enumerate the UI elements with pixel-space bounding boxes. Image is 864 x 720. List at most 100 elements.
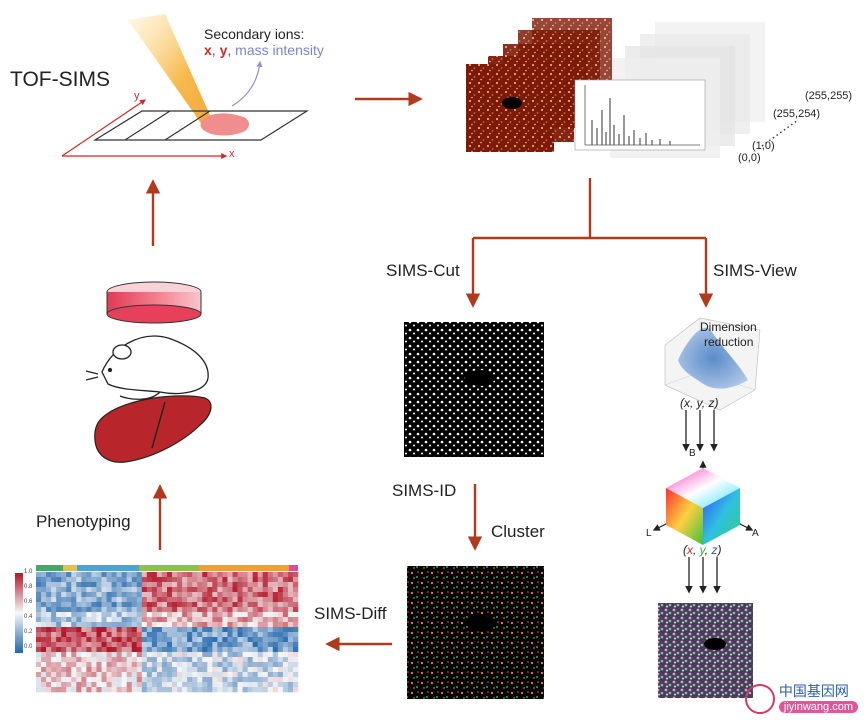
heatmap-cell — [232, 617, 238, 623]
heatmap-cell — [101, 687, 107, 693]
heatmap-cell — [121, 637, 127, 643]
heatmap-cell — [222, 637, 228, 643]
heatmap-cell — [237, 672, 243, 678]
heatmap-cell — [237, 667, 243, 673]
heatmap-cell — [126, 597, 133, 603]
heatmap-cell — [177, 657, 183, 663]
heatmap-cell — [167, 662, 173, 668]
heatmap-cell — [192, 642, 198, 648]
heatmap-cell — [46, 597, 52, 603]
heatmap-cell — [41, 667, 47, 673]
heatmap-cell — [212, 607, 218, 613]
heatmap-cell — [76, 687, 82, 693]
heatmap-cell — [192, 637, 198, 643]
heatmap-cell — [76, 642, 82, 648]
heatmap-cell — [252, 632, 258, 638]
heatmap-cell — [282, 592, 289, 598]
heatmap-cell — [56, 677, 62, 683]
heatmap-cell — [61, 627, 67, 633]
heatmap-cell — [46, 582, 52, 588]
heatmap-cell — [111, 662, 117, 668]
heatmap-cell — [156, 652, 163, 658]
heatmap-cell — [257, 682, 264, 688]
heatmap-cell — [46, 657, 52, 663]
heatmap-cell — [207, 612, 213, 618]
heatmap-cell — [86, 607, 92, 613]
heatmap-cell — [161, 687, 168, 693]
heatmap-cell — [182, 612, 188, 618]
heatmap-cell — [111, 657, 117, 663]
heatmap-cell — [192, 602, 198, 608]
heatmap-cell — [222, 657, 228, 663]
heatmap-cell — [91, 617, 97, 623]
heatmap-cell — [96, 627, 102, 633]
heatmap-cell — [282, 642, 289, 648]
heatmap-cell — [156, 667, 163, 673]
heatmap-cell — [146, 637, 153, 643]
heatmap-cell — [247, 662, 253, 668]
heatmap-cell — [182, 582, 188, 588]
heatmap-cell — [292, 592, 299, 598]
heatmap-cell — [227, 602, 233, 608]
heatmap-cell — [242, 672, 248, 678]
heatmap-cell — [287, 642, 294, 648]
heatmap-cell — [136, 672, 143, 678]
heatmap-cell — [116, 677, 122, 683]
coord-1-0: (1,0) — [752, 140, 775, 152]
heatmap-cell — [36, 577, 42, 583]
heatmap-cell — [217, 642, 223, 648]
heatmap-cell — [247, 647, 253, 653]
heatmap-cell — [282, 677, 289, 683]
heatmap-cell — [252, 642, 258, 648]
heatmap-cell — [177, 607, 183, 613]
heatmap-cell — [126, 647, 133, 653]
heatmap-cell — [146, 642, 153, 648]
heatmap-cell — [192, 627, 198, 633]
heatmap-cell — [197, 612, 203, 618]
heatmap-cell — [111, 602, 117, 608]
heatmap-cell — [267, 667, 274, 673]
heatmap-cell — [182, 652, 188, 658]
heatmap-cell — [177, 577, 183, 583]
heatmap-cell — [272, 617, 279, 623]
heatmap-cell — [167, 637, 173, 643]
heatmap-cell — [116, 627, 122, 633]
heatmap-cell — [91, 572, 97, 578]
heatmap-cell — [151, 577, 158, 583]
heatmap-cell — [252, 672, 258, 678]
heatmap-cell — [91, 667, 97, 673]
colorbar-tick-label: 0.2 — [24, 629, 33, 635]
heatmap-cell — [56, 582, 62, 588]
xyz2-y: y — [699, 543, 705, 557]
heatmap-cell — [86, 582, 92, 588]
heatmap-cell — [172, 597, 178, 603]
heatmap-cell — [91, 672, 97, 678]
heatmap-cell — [161, 572, 168, 578]
heatmap-cell — [56, 672, 62, 678]
heatmap-cell — [41, 642, 47, 648]
heatmap-cell — [207, 672, 213, 678]
heatmap-cell — [277, 607, 284, 613]
heatmap-cell — [202, 687, 208, 693]
heatmap-cell — [217, 662, 223, 668]
heatmap-cell — [96, 617, 102, 623]
heatmap-cell — [121, 612, 127, 618]
heatmap-cell — [237, 647, 243, 653]
heatmap-cell — [96, 582, 102, 588]
heatmap-cell — [292, 627, 299, 633]
heatmap-cell — [172, 622, 178, 628]
heatmap-cell — [232, 612, 238, 618]
heatmap-cell — [277, 667, 284, 673]
heatmap-cell — [106, 587, 112, 593]
heatmap-cell — [187, 672, 193, 678]
heatmap-cell — [46, 662, 52, 668]
heatmap-cell — [56, 622, 62, 628]
heatmap-cell — [172, 667, 178, 673]
heatmap-cell — [287, 627, 294, 633]
heatmap-cell — [247, 597, 253, 603]
heatmap-cell — [141, 572, 148, 578]
heatmap-cell — [106, 582, 112, 588]
heatmap-cell — [161, 592, 168, 598]
heatmap-cell — [61, 587, 67, 593]
heatmap-cell — [106, 672, 112, 678]
